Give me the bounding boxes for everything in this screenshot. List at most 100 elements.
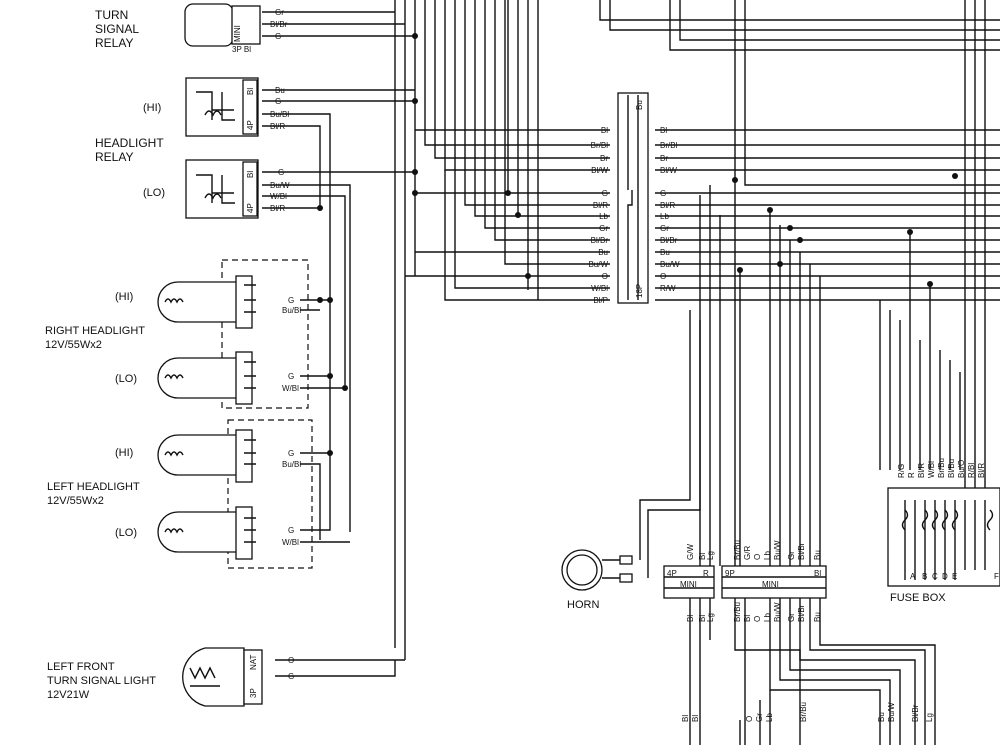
connector-18p-left-wire: Bu/W [588,260,608,269]
connector-18p-right-wire: Lb [660,212,669,221]
fuse-box-wire: Bl/R [917,463,926,478]
turn-light-title-2: TURN SIGNAL LIGHT [47,675,156,687]
right-headlight: (HI) G Bu/Bl RIGHT HEADLIGHT 12V/55Wx2 (… [45,259,309,409]
connector-18p-left-labels: BlBr/BlBrBl/WGBl/RLbGrBl/BrBuBu/WOW/BlBl… [588,126,608,305]
connector-18p-left-wire: Bl/P [593,296,608,305]
fuse-box-wire: Bu/O [957,460,966,478]
mini-9p-top-wire: Bu [813,550,822,560]
fuse-letter: E [952,572,957,581]
fuse-letter: A [910,572,916,581]
lo-relay-4p-label: 4P [246,203,255,213]
bottom-wire-label: Bu/W [887,702,896,722]
fuse-letter: D [942,572,948,581]
left-headlight-title-1: LEFT HEADLIGHT [47,481,140,493]
mini-4p-mini-label: MINI [680,580,697,589]
wire-label: G [275,97,281,106]
mini-9p-top-wire: Bu/W [773,540,782,560]
right-lo-connector [235,351,253,405]
wire-label: Bu/W [270,181,290,190]
bottom-wire-label: Bl [681,715,690,722]
connector-18p-left-wire: Bu [598,248,608,257]
bottom-wire-label: Br/Bu [799,702,808,722]
wire-label: G [288,296,294,305]
left-headlight-dashed-box [227,419,313,569]
connector-18p-right-wire: Br [660,154,668,163]
wire-label: Bl/R [270,204,285,213]
mini-4p-top-wire: G/W [686,544,695,560]
mini-9p-mini-label: MINI [762,580,779,589]
connector-18p-right-wire: Bl [660,126,667,135]
turn-light-bulb [182,647,245,707]
connector-18p-right-wire: Bl/R [660,201,675,210]
fuse-box: FUSE BOX [887,487,1000,604]
hi-relay-pin-label: Bl [246,88,255,95]
wire-label: G [288,372,294,381]
mini-9p-bottom-wire: Bu/W [773,602,782,622]
mini-9p-bottom-wire: Br/Bu [733,602,742,622]
right-lo-bulb [157,357,241,399]
turn-relay-connector-type: 3P Bl [232,45,251,54]
right-headlight-title-1: RIGHT HEADLIGHT [45,325,145,337]
connector-18p-right-wire: Bu [660,248,670,257]
lo-label: (LO) [143,187,165,199]
mini-9p-top-wire: Bl/Br [797,542,806,560]
connector-18p-left-wire: Bl/R [593,201,608,210]
horn-inner [566,554,598,586]
mini-9p-bottom-wire: O [753,616,762,622]
left-headlight-title-2: 12V/55Wx2 [47,495,104,507]
turn-relay-mini-label: MINI [233,25,242,42]
hi-relay-connector [242,79,258,135]
mini-9p-bottom-wire: Bl [743,615,752,622]
left-lo-connector [235,506,253,560]
connector-18p-right-wire: Bl/W [660,166,677,175]
mini-9p-bottom-wire: Gr [787,613,796,622]
mini-9p-top-wire: O [753,554,762,560]
fuse-box-body [887,487,1000,587]
mini-4p-bottom-wire: Lg [706,613,715,622]
mini-9p-top-wire: Gr [787,551,796,560]
fuse-letter: C [932,572,938,581]
bottom-wire-label: O [745,716,754,722]
bottom-wire-label: Lg [925,713,934,722]
fuse-box-wire: R [907,472,916,478]
horn: HORN [561,549,633,611]
right-hi-bulb [157,281,241,323]
left-headlight: (HI) G Bu/Bl LEFT HEADLIGHT 12V/55Wx2 (L… [47,419,313,569]
mini-9p-bottom-wire: Bl/Br [797,604,806,622]
left-hi-label: (HI) [115,447,133,459]
mini-connectors: 4P R MINI 9P Bl MINI [663,565,827,599]
horn-terminal [619,573,633,583]
wire-label: Bu/Bl [282,306,301,315]
headlight-relay-title-2: RELAY [95,150,133,164]
left-front-turn-signal: LEFT FRONT TURN SIGNAL LIGHT 12V21W NAT … [47,647,294,707]
wire-label: G [275,32,281,41]
right-headlight-dashed-box [221,259,309,409]
horn-terminal [619,555,633,565]
lo-relay-connector [242,161,258,217]
mini-9p-bottom-wire: Bu [813,612,822,622]
connector-18p: Bu 18P [617,92,649,304]
connector-18p-left-wire: O [602,272,608,281]
hi-relay-4p-label: 4P [246,120,255,130]
mini-9p-label: 9P [725,569,735,578]
bottom-wire-label: Gr [755,713,764,722]
mini-4p-label: 4P [667,569,677,578]
turn-light-nat-label: NAT [249,654,258,670]
fuse-box-label: FUSE BOX [890,592,946,604]
connector-18p-right-wire: Bl/Br [660,236,678,245]
headlight-relay-hi: (HI) Bl 4P Bu G Bu/Bl Bl/R [143,77,289,137]
connector-18p-right-wire: R/W [660,284,676,293]
right-lo-label: (LO) [115,373,137,385]
connector-18p-right-wire: Bu/W [660,260,680,269]
left-lo-bulb [157,511,241,553]
turn-light-title-1: LEFT FRONT [47,661,115,673]
junction-dots [317,33,958,456]
wire-label: G [288,449,294,458]
mini-9p-bottom-wire: Lb [763,613,772,622]
headlight-relay-lo: (LO) Bl 4P G Bu/W W/Bl Bl/R [143,159,290,219]
